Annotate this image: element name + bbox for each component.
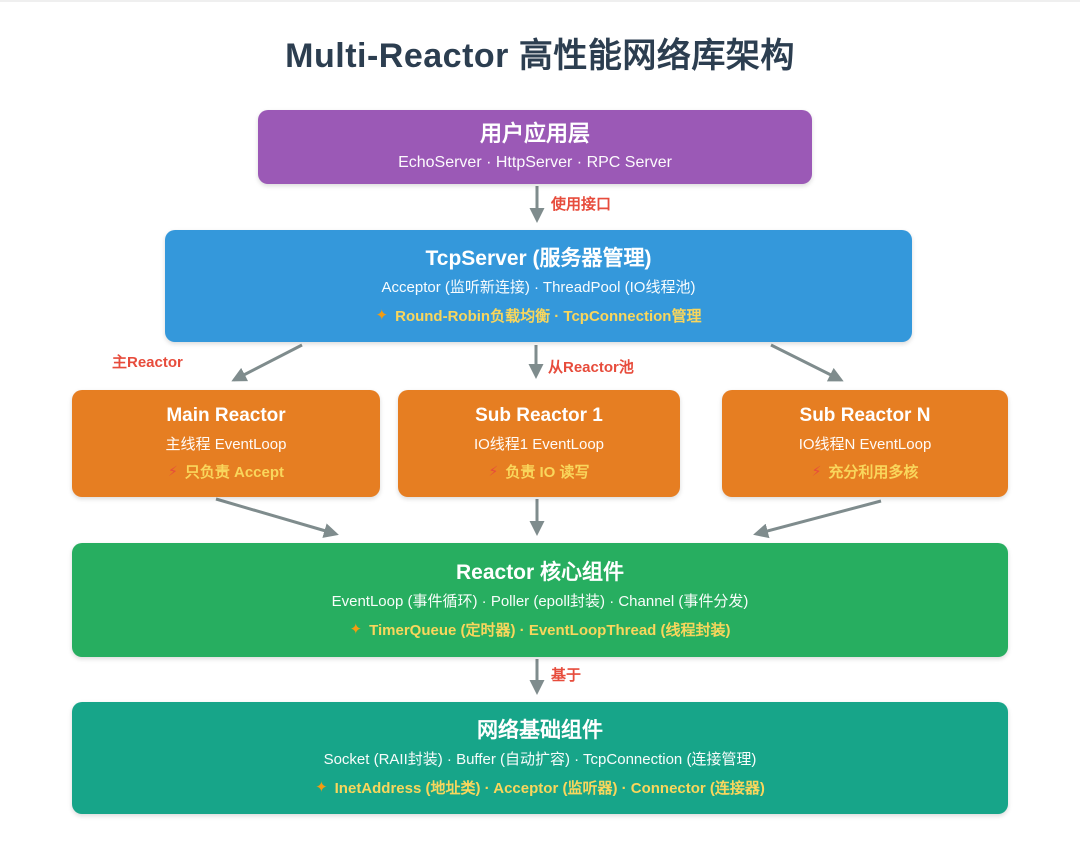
edge-label-main-reactor: 主Reactor — [112, 354, 183, 371]
node-subtitle: EventLoop (事件循环) · Poller (epoll封装) · Ch… — [331, 593, 749, 611]
node-highlight-line: ⚡ 负责 IO 读写 — [488, 461, 589, 482]
node-subtitle: 主线程 EventLoop — [165, 435, 287, 453]
node-title: Sub Reactor N — [799, 404, 931, 426]
node-subtitle: IO线程N EventLoop — [798, 435, 932, 453]
node-title: Reactor 核心组件 — [455, 561, 625, 585]
highlight-text: TimerQueue (定时器) · EventLoopThread (线程封装… — [369, 621, 731, 639]
node-title: TcpServer (服务器管理) — [425, 247, 652, 271]
node-tcpserver: TcpServer (服务器管理) Acceptor (监听新连接) · Thr… — [165, 230, 912, 342]
node-highlight-line: ⚡ 充分利用多核 — [812, 461, 919, 482]
lightning-icon: ⚡ — [811, 463, 822, 480]
node-reactor-core: Reactor 核心组件 EventLoop (事件循环) · Poller (… — [72, 543, 1008, 657]
node-main-reactor: Main Reactor 主线程 EventLoop ⚡ 只负责 Accept — [72, 390, 380, 497]
sparkle-icon: ✦ — [315, 779, 328, 797]
highlight-text: 只负责 Accept — [184, 464, 285, 482]
node-subtitle: IO线程1 EventLoop — [473, 435, 605, 453]
edge-label-sub-reactor-pool: 从Reactor池 — [548, 359, 634, 376]
node-sub-reactor-1: Sub Reactor 1 IO线程1 EventLoop ⚡ 负责 IO 读写 — [398, 390, 680, 497]
node-highlight-line: ⚡ 只负责 Accept — [168, 461, 284, 482]
highlight-text: Round-Robin负载均衡 · TcpConnection管理 — [395, 307, 702, 325]
node-sub-reactor-n: Sub Reactor N IO线程N EventLoop ⚡ 充分利用多核 — [722, 390, 1008, 497]
node-highlight-line: ✦ InetAddress (地址类) · Acceptor (监听器) · C… — [315, 777, 765, 798]
node-title: 用户应用层 — [479, 120, 590, 146]
node-highlight-line: ✦ TimerQueue (定时器) · EventLoopThread (线程… — [350, 619, 731, 640]
sparkle-icon: ✦ — [349, 621, 363, 639]
lightning-icon: ⚡ — [488, 463, 499, 480]
node-network-base: 网络基础组件 Socket (RAII封装) · Buffer (自动扩容) ·… — [72, 702, 1008, 814]
node-subtitle: Socket (RAII封装) · Buffer (自动扩容) · TcpCon… — [323, 751, 757, 769]
node-subtitle: Acceptor (监听新连接) · ThreadPool (IO线程池) — [381, 279, 696, 297]
highlight-text: InetAddress (地址类) · Acceptor (监听器) · Con… — [334, 779, 765, 797]
highlight-text: 负责 IO 读写 — [505, 464, 590, 482]
node-title: 网络基础组件 — [477, 719, 603, 743]
node-user-app-layer: 用户应用层 EchoServer · HttpServer · RPC Serv… — [258, 110, 812, 184]
lightning-icon: ⚡ — [167, 463, 178, 480]
node-subtitle: EchoServer · HttpServer · RPC Server — [398, 154, 672, 172]
node-title: Sub Reactor 1 — [475, 404, 603, 426]
node-title: Main Reactor — [166, 404, 286, 426]
node-highlight-line: ✦ Round-Robin负载均衡 · TcpConnection管理 — [376, 305, 702, 326]
highlight-text: 充分利用多核 — [828, 464, 919, 482]
sparkle-icon: ✦ — [375, 307, 389, 325]
edge-label-use-api: 使用接口 — [551, 196, 612, 213]
page-title: Multi-Reactor 高性能网络库架构 — [285, 37, 795, 75]
edge-label-based-on: 基于 — [551, 667, 582, 684]
